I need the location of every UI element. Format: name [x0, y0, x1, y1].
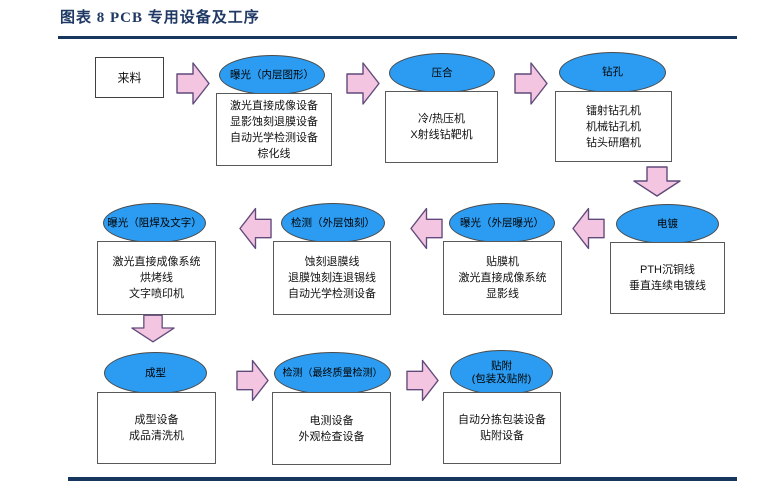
equipment-item: 棕化线: [257, 147, 291, 160]
stage-label-line1: 贴附: [491, 359, 512, 372]
equipment-box-lamination: 冷/热压机 X射线钻靶机: [385, 91, 498, 163]
equipment-item: 自动光学检测设备: [288, 288, 376, 300]
equipment-box-expose-outer: 贴膜机 激光直接成像系统 显影线: [443, 241, 562, 315]
flow-arrow-right-icon: [406, 359, 439, 402]
equipment-box-forming: 成型设备 成品清洗机: [97, 392, 216, 464]
stage-label: 电镀: [657, 217, 678, 230]
equipment-box-final-inspection: 电测设备 外观检查设备: [272, 392, 391, 465]
flow-arrow-right-icon: [514, 62, 548, 105]
stage-ellipse-attachment: 贴附 (包装及贴附): [450, 350, 553, 395]
footer-rule: [68, 477, 737, 481]
equipment-item: 成型设备: [134, 414, 179, 426]
equipment-item: 烘烤线: [140, 272, 173, 284]
stage-ellipse-forming: 成型: [104, 352, 207, 394]
equipment-item: 激光直接成像设备: [230, 99, 318, 112]
flow-arrow-down-icon: [633, 166, 681, 197]
flow-arrow-left-icon: [410, 207, 443, 250]
equipment-item: 镭射钻孔机: [586, 104, 641, 117]
flow-arrow-right-icon: [236, 359, 269, 402]
stage-ellipse-lamination: 压合: [389, 53, 495, 93]
equipment-item: 冷/热压机: [417, 113, 466, 125]
equipment-item: 钻头研磨机: [586, 136, 641, 149]
title-rule: [58, 36, 737, 39]
stage-label: 成型: [145, 366, 166, 379]
equipment-item: 显影线: [486, 288, 519, 300]
stage-label: 检测（外层蚀刻）: [291, 216, 375, 229]
equipment-item: 激光直接成像系统: [458, 272, 547, 284]
equipment-item: 激光直接成像系统: [112, 256, 201, 268]
stage-label: 曝光（内层图形）: [230, 68, 314, 81]
flow-arrow-down-icon: [131, 314, 175, 343]
equipment-box-expose-soldermask: 激光直接成像系统 烘烤线 文字喷印机: [97, 241, 216, 315]
equipment-box-attachment: 自动分拣包装设备 贴附设备: [443, 392, 561, 464]
flow-arrow-right-icon: [176, 62, 210, 105]
equipment-item: 蚀刻退膜线: [304, 256, 360, 268]
equipment-item: 贴膜机: [486, 256, 519, 268]
stage-label: 检测（最终质量检测）: [282, 368, 383, 379]
flow-arrow-left-icon: [572, 207, 605, 250]
equipment-item: 自动光学检测设备: [230, 131, 318, 144]
stage-ellipse-drilling: 钻孔: [559, 52, 666, 93]
flow-arrow-left-icon: [239, 207, 272, 250]
start-node-incoming-material: 来料: [95, 57, 164, 98]
stage-label: 钻孔: [602, 66, 623, 78]
equipment-item: 电测设备: [309, 414, 354, 427]
start-node-label: 来料: [117, 71, 142, 85]
equipment-item: X射线钻靶机: [410, 129, 473, 141]
stage-ellipse-plating: 电镀: [616, 204, 719, 244]
stage-label: 压合: [431, 66, 453, 79]
equipment-item: 显影蚀刻退膜设备: [230, 115, 318, 128]
figure-title: 图表 8 PCB 专用设备及工序: [60, 10, 260, 26]
stage-ellipse-expose-inner: 曝光（内层图形）: [219, 55, 325, 95]
equipment-box-outer-etch-inspection: 蚀刻退膜线 退膜蚀刻连退锡线 自动光学检测设备: [273, 241, 391, 315]
equipment-item: 贴附设备: [480, 430, 524, 442]
equipment-box-plating: PTH沉铜线 垂直连续电镀线: [610, 242, 725, 314]
stage-label: 曝光（阻焊及文字）: [107, 216, 202, 229]
equipment-item: 外观检查设备: [298, 430, 365, 443]
stage-ellipse-final-inspection: 检测（最终质量检测）: [274, 352, 391, 395]
equipment-item: 垂直连续电镀线: [629, 280, 706, 292]
stage-ellipse-expose-soldermask: 曝光（阻焊及文字）: [103, 203, 206, 243]
stage-label: 曝光（外层曝光）: [460, 216, 544, 229]
equipment-item: 自动分拣包装设备: [458, 414, 546, 426]
stage-ellipse-expose-outer: 曝光（外层曝光）: [449, 203, 555, 243]
stage-ellipse-outer-etch-inspection: 检测（外层蚀刻）: [281, 203, 385, 243]
equipment-item: 文字喷印机: [129, 288, 184, 300]
equipment-item: 机械钻孔机: [586, 120, 641, 133]
equipment-item: PTH沉铜线: [640, 264, 695, 276]
equipment-box-drilling: 镭射钻孔机 机械钻孔机 钻头研磨机: [555, 91, 672, 162]
equipment-item: 成品清洗机: [129, 430, 184, 442]
stage-label-line2: (包装及贴附): [471, 372, 532, 385]
flow-arrow-right-icon: [346, 62, 380, 105]
equipment-item: 退膜蚀刻连退锡线: [288, 272, 376, 284]
equipment-box-expose-inner: 激光直接成像设备 显影蚀刻退膜设备 自动光学检测设备 棕化线: [216, 93, 332, 166]
